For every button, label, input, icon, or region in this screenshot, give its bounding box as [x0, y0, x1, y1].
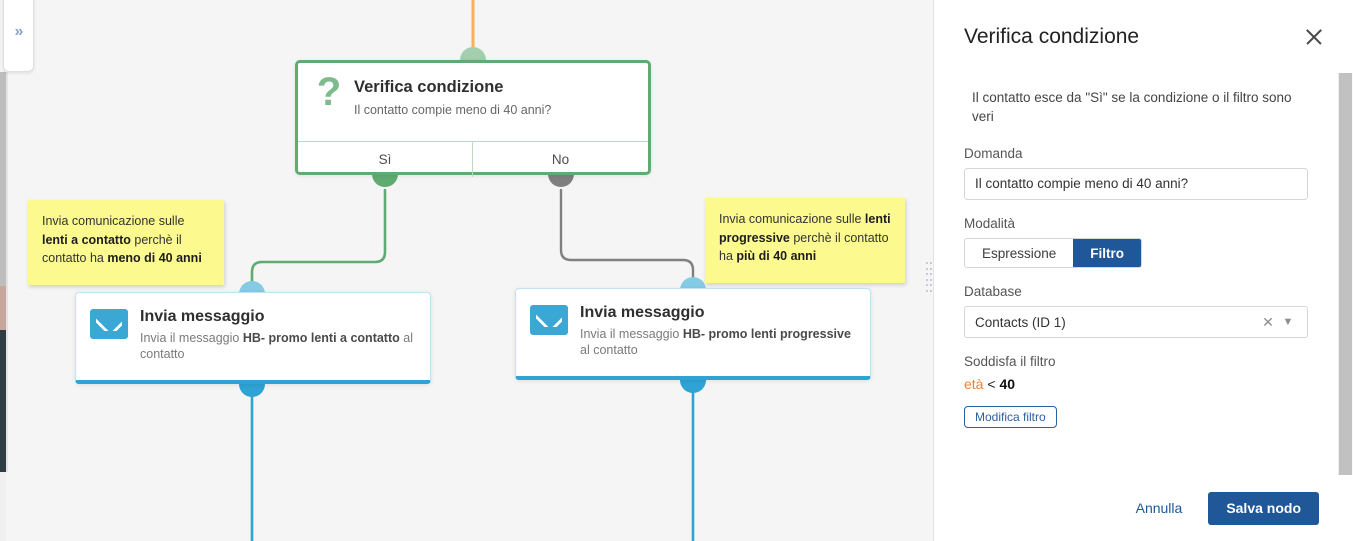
expand-sidebar-button[interactable]: » [3, 0, 34, 72]
filter-label: Soddisfa il filtro [964, 354, 1056, 369]
spacer [964, 338, 1310, 354]
msg-left-sub-prefix: Invia il messaggio [140, 331, 243, 345]
panel-footer: Annulla Salva nodo [934, 475, 1353, 541]
message-node-left[interactable]: Invia messaggio Invia il messaggio HB- p… [75, 292, 431, 384]
envelope-flap [96, 316, 122, 331]
panel-title: Verifica condizione [964, 24, 1140, 48]
panel-scrollbar-track[interactable] [1338, 73, 1353, 541]
database-selected-value: Contacts (ID 1) [975, 314, 1066, 330]
message-node-left-text: Invia messaggio Invia il messaggio HB- p… [128, 307, 416, 362]
workflow-canvas[interactable]: ? Verifica condizione Il contatto compie… [0, 0, 933, 541]
message-node-right[interactable]: Invia messaggio Invia il messaggio HB- p… [515, 288, 871, 380]
question-input[interactable]: Il contatto compie meno di 40 anni? [964, 168, 1308, 200]
drag-grip-icon[interactable] [925, 262, 933, 292]
cancel-button[interactable]: Annulla [1128, 494, 1191, 522]
mode-toggle-group: Espressione Filtro [964, 238, 1143, 268]
grip-dot-row [925, 262, 933, 264]
grip-dot-row [925, 267, 933, 270]
database-select[interactable]: Contacts (ID 1) ✕ ▼ [964, 306, 1308, 338]
message-node-right-subtitle: Invia il messaggio HB- promo lenti progr… [580, 326, 856, 358]
mode-option-espressione[interactable]: Espressione [965, 239, 1074, 267]
note-left-p1: Invia comunicazione sulle [42, 214, 185, 228]
grip-dot-row [925, 289, 933, 292]
message-node-left-input-handle[interactable] [239, 281, 265, 294]
node-settings-panel: Verifica condizione Il contatto esce da … [925, 0, 1353, 541]
grip-dot-row [925, 284, 933, 287]
condition-node-no-handle[interactable] [548, 174, 574, 187]
grip-dot-row [925, 273, 933, 276]
note-left-p2: perchè il contatto ha [42, 232, 182, 266]
condition-node-subtitle: Il contatto compie meno di 40 anni? [354, 103, 552, 117]
edge-no [559, 188, 695, 290]
filter-expression: età < 40 [964, 376, 1310, 392]
panel-scrollbar-thumb[interactable] [1339, 73, 1352, 541]
condition-branch-no[interactable]: No [551, 152, 570, 167]
message-node-left-title: Invia messaggio [140, 308, 265, 325]
message-node-right-text: Invia messaggio Invia il messaggio HB- p… [568, 303, 856, 358]
grip-dot-row [925, 278, 933, 281]
note-right-b1: lenti progressive [719, 212, 891, 245]
note-right-b2: più di 40 anni [736, 249, 817, 263]
message-node-right-output-handle[interactable] [680, 380, 706, 393]
filter-field: età [964, 376, 984, 392]
clear-x-icon[interactable]: ✕ [1262, 313, 1274, 330]
condition-branch-yes[interactable]: Sì [298, 142, 473, 177]
condition-node-input-handle[interactable] [460, 47, 486, 60]
panel-body: Il contatto esce da "Sì" se la condizion… [934, 73, 1353, 541]
note-right-p1: Invia comunicazione sulle [719, 212, 865, 226]
msg-left-sub-bold: HB- promo lenti a contatto [242, 331, 400, 345]
canvas-left-edge-line [6, 72, 8, 472]
message-node-left-output-handle[interactable] [239, 384, 265, 397]
save-node-button[interactable]: Salva nodo [1208, 491, 1319, 525]
condition-node-body: ? Verifica condizione Il contatto compie… [298, 63, 648, 141]
mode-label: Modalità [964, 216, 1016, 231]
msg-left-sub-suffix: al contatto [140, 331, 413, 361]
message-node-right-input-handle[interactable] [680, 277, 706, 290]
condition-node-branches: Sì No [298, 141, 648, 177]
sticky-note-left[interactable]: Invia comunicazione sulle lenti a contat… [28, 200, 224, 285]
edge-yes [250, 188, 387, 294]
envelope-icon [530, 305, 568, 335]
panel-description: Il contatto esce da "Sì" se la condizion… [972, 90, 1292, 124]
chevron-down-icon[interactable]: ▼ [1282, 316, 1294, 328]
database-label: Database [964, 284, 1022, 299]
message-node-right-title: Invia messaggio [580, 304, 705, 321]
condition-node-yes-handle[interactable] [372, 174, 398, 187]
msg-right-sub-suffix: al contatto [580, 343, 638, 357]
edit-filter-button[interactable]: Modifica filtro [964, 406, 1057, 428]
note-left-b1: lenti a contatto [42, 232, 131, 247]
msg-right-sub-bold: HB- promo lenti progressive [682, 327, 851, 341]
close-icon[interactable] [1302, 25, 1326, 49]
mode-option-filtro[interactable]: Filtro [1073, 239, 1142, 267]
msg-right-sub-prefix: Invia il messaggio [580, 327, 683, 341]
panel-header: Verifica condizione [934, 0, 1353, 73]
envelope-flap [536, 312, 562, 327]
envelope-icon [90, 309, 128, 339]
condition-node-text: Verifica condizione Il contatto compie m… [346, 76, 551, 118]
filter-value: 40 [999, 376, 1016, 392]
filter-operator: < [987, 376, 996, 392]
spacer [964, 268, 1310, 284]
question-mark-icon: ? [316, 70, 342, 114]
canvas-left-edge-strip [0, 0, 6, 541]
sticky-note-right[interactable]: Invia comunicazione sulle lenti progress… [705, 198, 905, 283]
note-right-p2: perchè il contatto ha [719, 230, 889, 264]
condition-node-title: Verifica condizione [354, 78, 504, 96]
message-node-left-subtitle: Invia il messaggio HB- promo lenti a con… [140, 330, 416, 362]
condition-node[interactable]: ? Verifica condizione Il contatto compie… [295, 60, 651, 177]
question-label: Domanda [964, 146, 1023, 161]
note-left-b2: meno di 40 anni [107, 251, 202, 265]
spacer [964, 200, 1310, 216]
double-chevron-right-icon: » [14, 22, 24, 40]
